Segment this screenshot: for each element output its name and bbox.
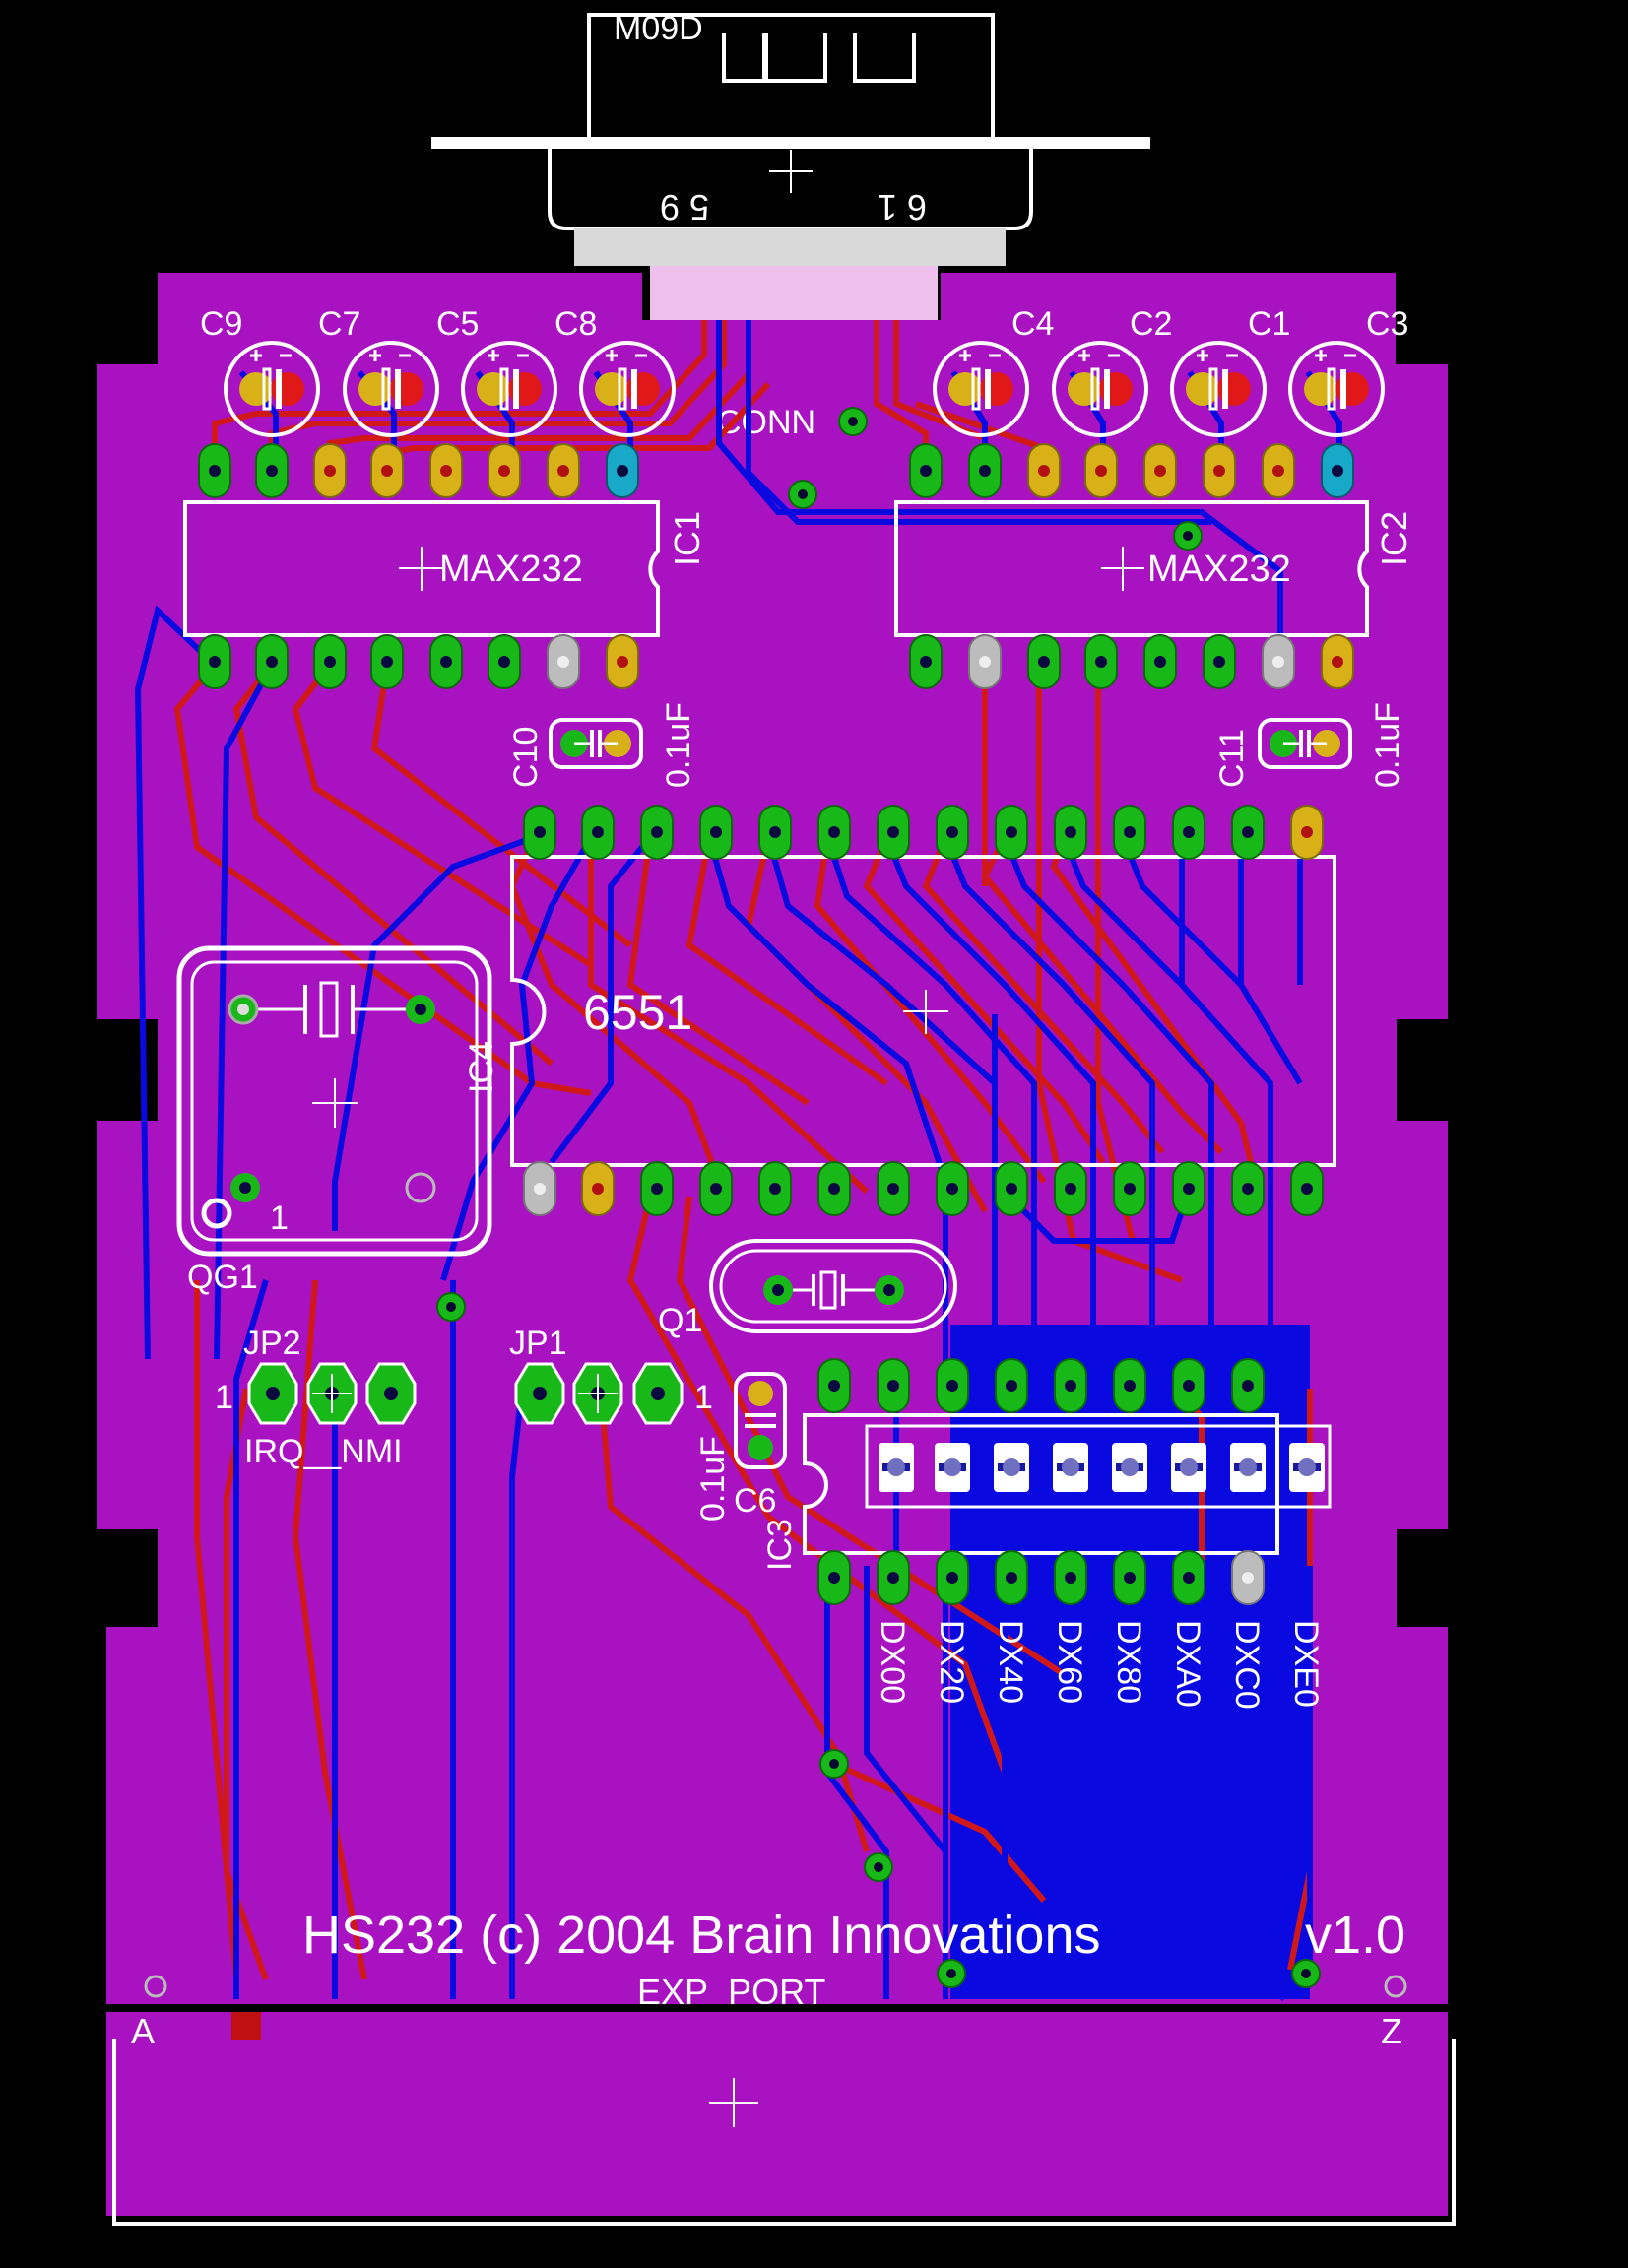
edge-finger-marker bbox=[231, 2012, 261, 2040]
cap-labels: C9 C7 C5 C8 C4 C2 C1 C3 bbox=[200, 305, 1408, 343]
c10-ref: C10 bbox=[507, 727, 545, 788]
ic2-value: MAX232 bbox=[1147, 549, 1291, 590]
ic3-package bbox=[803, 1358, 1332, 1605]
c10-value: 0.1uF bbox=[660, 702, 697, 788]
address-label: DXA0 bbox=[1169, 1620, 1206, 1708]
address-label: DX80 bbox=[1110, 1620, 1147, 1704]
edge-finger bbox=[837, 2012, 867, 2216]
c11-value: 0.1uF bbox=[1369, 702, 1406, 788]
edge-finger bbox=[660, 2012, 689, 2216]
ic4-value: 6551 bbox=[583, 985, 692, 1040]
edge-right-label: Z bbox=[1381, 2011, 1402, 2051]
ic1-ref: IC1 bbox=[667, 511, 707, 566]
jp2-ref: JP2 bbox=[243, 1325, 301, 1362]
credit-line: HS232 (c) 2004 Brain Innovations bbox=[302, 1906, 1100, 1965]
address-label: DX00 bbox=[874, 1620, 911, 1704]
edge-black-band bbox=[106, 2004, 1448, 2012]
edge-finger bbox=[955, 2012, 985, 2216]
address-label: DX40 bbox=[992, 1620, 1029, 1704]
qg1-ref: QG1 bbox=[187, 1259, 258, 1296]
jp2-label: IRQ__NMI bbox=[244, 1433, 403, 1470]
edge-finger bbox=[1310, 2012, 1339, 2216]
ic4-package bbox=[510, 805, 1336, 1216]
mount-hole-right bbox=[1384, 1975, 1407, 1998]
connector-name: M09D bbox=[614, 10, 703, 47]
db9-connector bbox=[431, 13, 1150, 320]
jumper-jp1 bbox=[514, 1362, 684, 1425]
edge-finger bbox=[305, 2012, 335, 2216]
cap-label: C3 bbox=[1366, 305, 1408, 343]
ic3-ref: IC3 bbox=[761, 1519, 799, 1571]
top-copper-traces bbox=[173, 320, 1313, 1981]
c6-body bbox=[734, 1372, 787, 1469]
connector-pins-left: 5 9 bbox=[660, 187, 709, 227]
edge-finger bbox=[542, 2012, 571, 2216]
edge-finger bbox=[246, 2012, 276, 2216]
edge-finger bbox=[1133, 2012, 1162, 2216]
qg1-pin1: 1 bbox=[270, 1199, 289, 1237]
cap-label: C7 bbox=[318, 305, 360, 343]
ic4-ref: IC4 bbox=[463, 1041, 500, 1093]
edge-finger bbox=[1369, 2012, 1399, 2216]
cap-label: C1 bbox=[1248, 305, 1290, 343]
address-label: DX20 bbox=[933, 1620, 970, 1704]
edge-finger bbox=[778, 2012, 808, 2216]
ic2-package bbox=[894, 443, 1369, 689]
edge-finger bbox=[1074, 2012, 1103, 2216]
cap-label: C4 bbox=[1011, 305, 1054, 343]
cap-label: C9 bbox=[200, 305, 242, 343]
connector-pins-right: 6 1 bbox=[878, 187, 927, 227]
edge-finger bbox=[423, 2012, 453, 2216]
edge-finger bbox=[483, 2012, 512, 2216]
edge-finger bbox=[187, 2012, 217, 2216]
edge-finger bbox=[1014, 2012, 1044, 2216]
address-label: DXC0 bbox=[1228, 1620, 1266, 1710]
version: v1.0 bbox=[1305, 1906, 1405, 1965]
q1-ref: Q1 bbox=[658, 1302, 702, 1339]
c6-ref: C6 bbox=[734, 1482, 776, 1520]
edge-finger bbox=[1251, 2012, 1280, 2216]
edge-outline bbox=[112, 2039, 1456, 2226]
cap-label: C2 bbox=[1130, 305, 1172, 343]
mount-hole-left bbox=[144, 1975, 167, 1998]
ic2-ref: IC2 bbox=[1374, 511, 1414, 566]
jp2-pin1: 1 bbox=[215, 1379, 233, 1416]
address-label: DX60 bbox=[1051, 1620, 1088, 1704]
crystal-q1 bbox=[709, 1239, 957, 1333]
edge-finger bbox=[1192, 2012, 1221, 2216]
jp1-ref: JP1 bbox=[509, 1325, 567, 1362]
cap-label: C5 bbox=[436, 305, 479, 343]
cap-label: C8 bbox=[554, 305, 597, 343]
c6-value: 0.1uF bbox=[694, 1436, 732, 1522]
jumper-jp2 bbox=[247, 1362, 417, 1425]
ic1-value: MAX232 bbox=[439, 549, 583, 590]
edge-left-label: A bbox=[131, 2011, 155, 2051]
edge-finger bbox=[364, 2012, 394, 2216]
oscillator-qg1 bbox=[176, 945, 492, 1257]
c11-ref: C11 bbox=[1213, 729, 1251, 788]
edge-finger bbox=[896, 2012, 926, 2216]
address-labels: DX00 DX20 DX40 DX60 DX80 DXA0 DXC0 DXE0 bbox=[874, 1620, 1325, 1710]
edge-connector bbox=[128, 2012, 1399, 2216]
edge-finger bbox=[601, 2012, 630, 2216]
jp1-pin1: 1 bbox=[694, 1379, 713, 1416]
address-label: DXE0 bbox=[1287, 1620, 1325, 1708]
edge-finger bbox=[128, 2012, 158, 2216]
ic1-package bbox=[183, 443, 660, 689]
